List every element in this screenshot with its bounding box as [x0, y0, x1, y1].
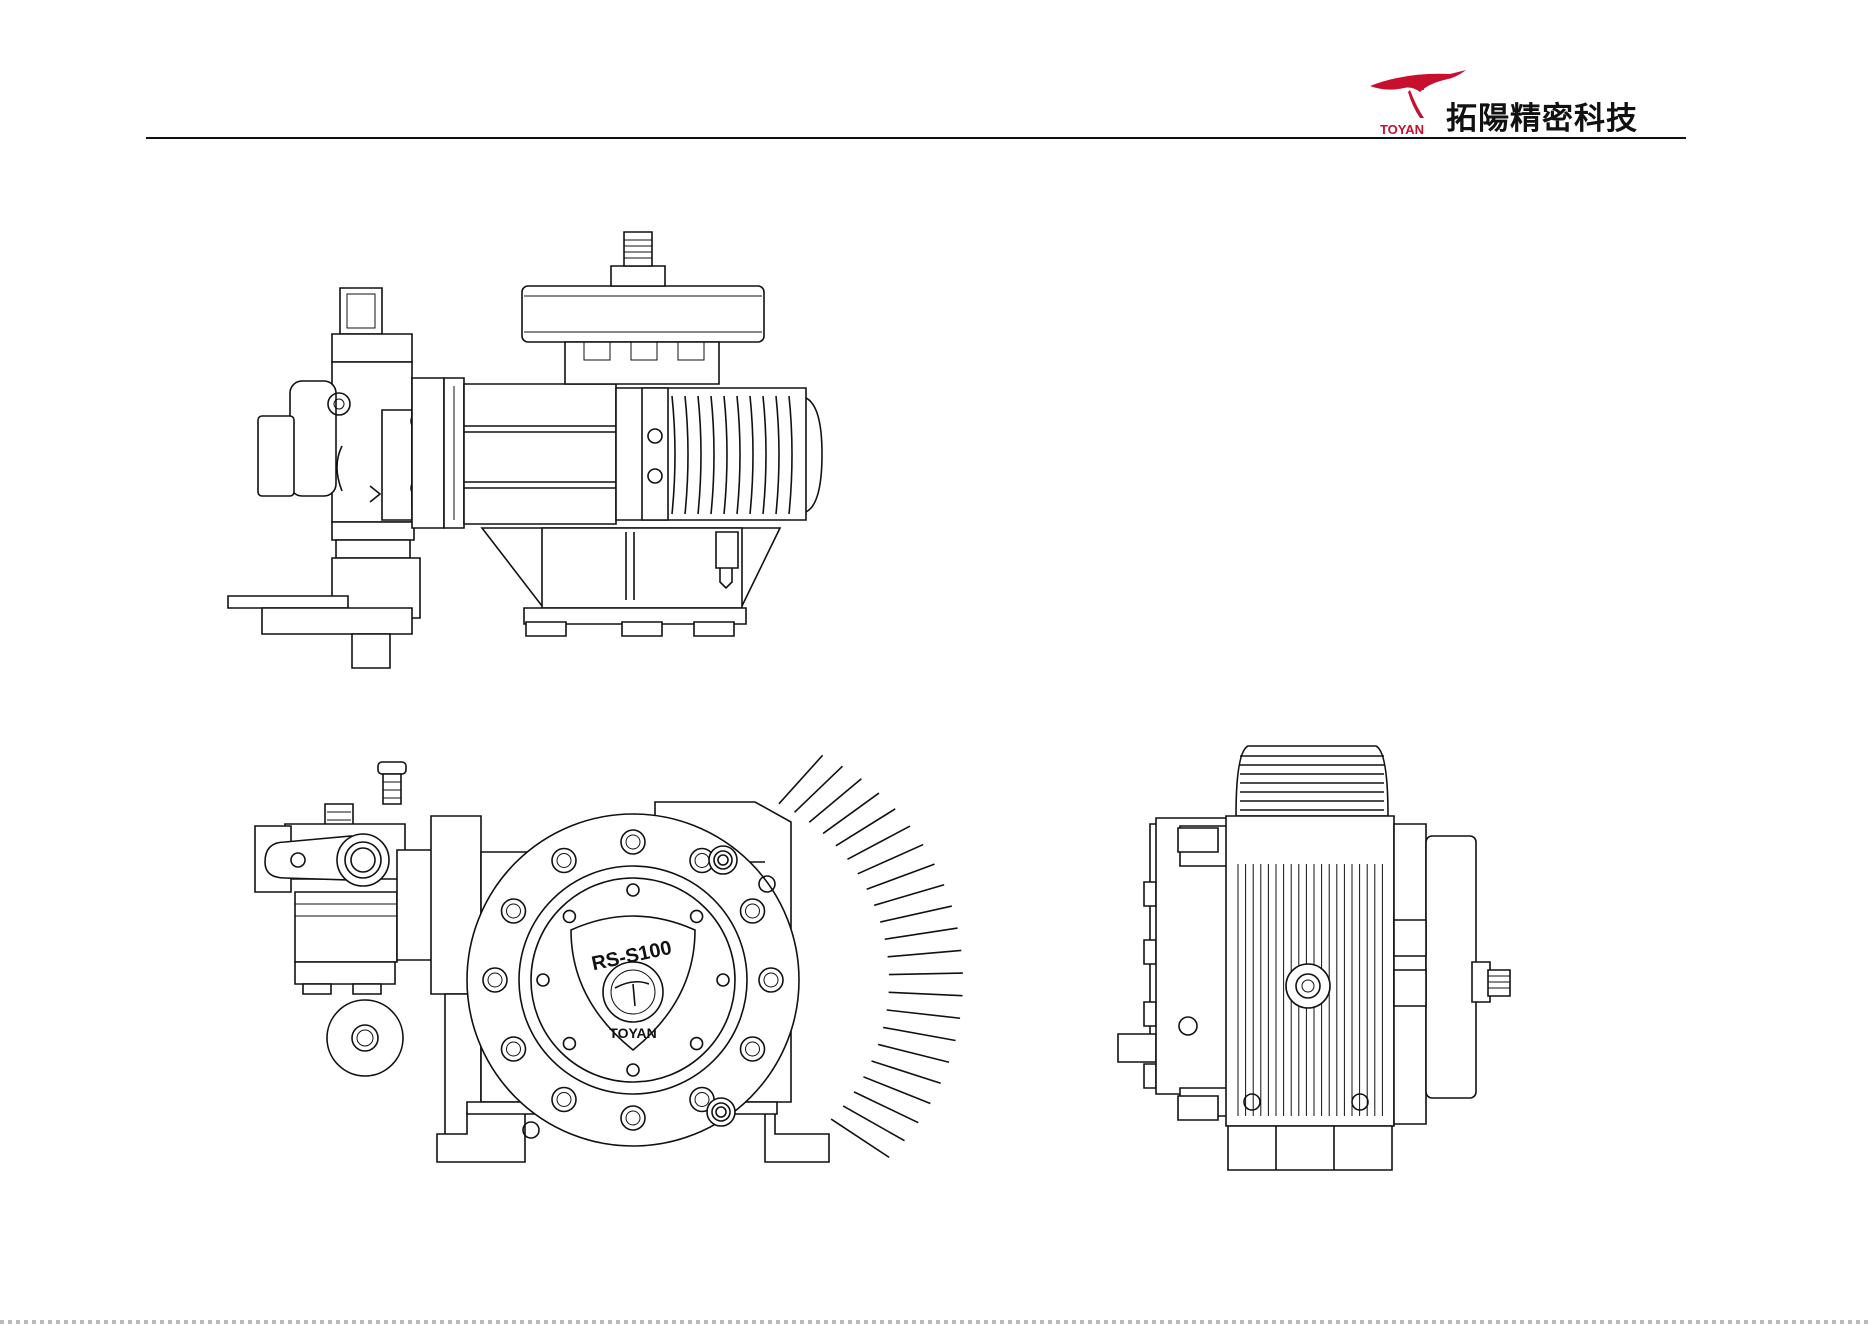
brand-name: 拓陽精密科技 [1446, 93, 1638, 138]
radiator-fin [889, 973, 963, 975]
bolt-head [483, 968, 507, 992]
bolt-head [621, 1106, 645, 1130]
radiator-fin [779, 755, 823, 804]
radiator-fin [878, 1044, 949, 1062]
radiator-fin [836, 809, 895, 846]
bolt-head [621, 830, 645, 854]
scan-edge [0, 1320, 1872, 1324]
engine-front-view: RS-S100 TOYAN [255, 742, 855, 1172]
radiator-fin [871, 1061, 940, 1083]
engine-side-view [262, 236, 862, 666]
engine-end-view [1098, 744, 1538, 1170]
header-rule [146, 137, 1686, 139]
radiator-fin [867, 864, 935, 889]
radiator-fin [887, 1010, 960, 1018]
bolt-head [741, 899, 765, 923]
radiator-fin [809, 779, 861, 822]
logo-text: TOYAN [1380, 122, 1424, 137]
radiator-fin [795, 766, 843, 812]
bolt-head [552, 1088, 576, 1112]
bolt-head [552, 849, 576, 873]
radiator-fin [888, 950, 962, 956]
radiator-fin [823, 793, 879, 833]
radiator-fin [863, 1077, 930, 1104]
emblem-brand-label: TOYAN [609, 1025, 656, 1041]
bolt-head [502, 899, 526, 923]
bolt-head [741, 1037, 765, 1061]
bolt-head [502, 1037, 526, 1061]
radiator-fin [883, 1027, 955, 1040]
radiator-fin [874, 885, 944, 906]
radiator-fin [885, 928, 958, 939]
radiator-fin [831, 1119, 889, 1157]
radiator-fin [889, 992, 963, 995]
radiator-fin [880, 906, 952, 922]
bolt-head [759, 968, 783, 992]
